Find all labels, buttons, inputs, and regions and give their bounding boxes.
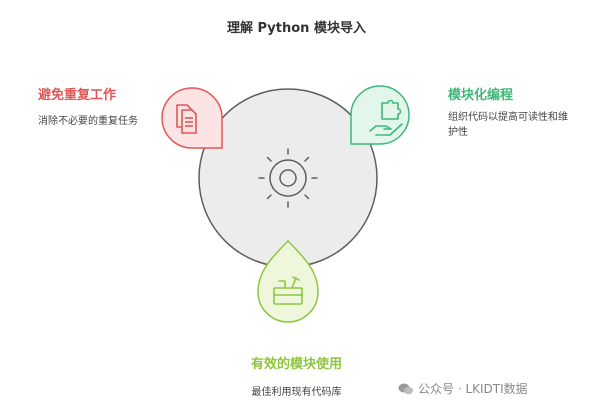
left-heading: 避免重复工作 bbox=[38, 88, 117, 103]
wechat-icon bbox=[398, 383, 413, 394]
watermark-text: 公众号 · LKIDTI数据 bbox=[418, 382, 528, 396]
left-description: 消除不必要的重复任务 bbox=[38, 116, 138, 127]
documents-icon bbox=[176, 104, 197, 134]
gear-icon bbox=[258, 148, 318, 208]
bottom-heading: 有效的模块使用 bbox=[250, 357, 342, 372]
toolbox-icon bbox=[273, 276, 303, 305]
watermark: 公众号 · LKIDTI数据 bbox=[398, 380, 528, 397]
bottom-teardrop bbox=[257, 239, 319, 323]
bottom-description: 最佳利用现有代码库 bbox=[251, 387, 342, 398]
puzzle-hand-icon bbox=[369, 99, 403, 136]
right-teardrop bbox=[350, 85, 410, 145]
right-description: 组织代码以提高可读性和维护性 bbox=[448, 112, 568, 138]
diagram-title: 理解 Python 模块导入 bbox=[227, 21, 366, 36]
right-heading: 模块化编程 bbox=[448, 88, 514, 103]
